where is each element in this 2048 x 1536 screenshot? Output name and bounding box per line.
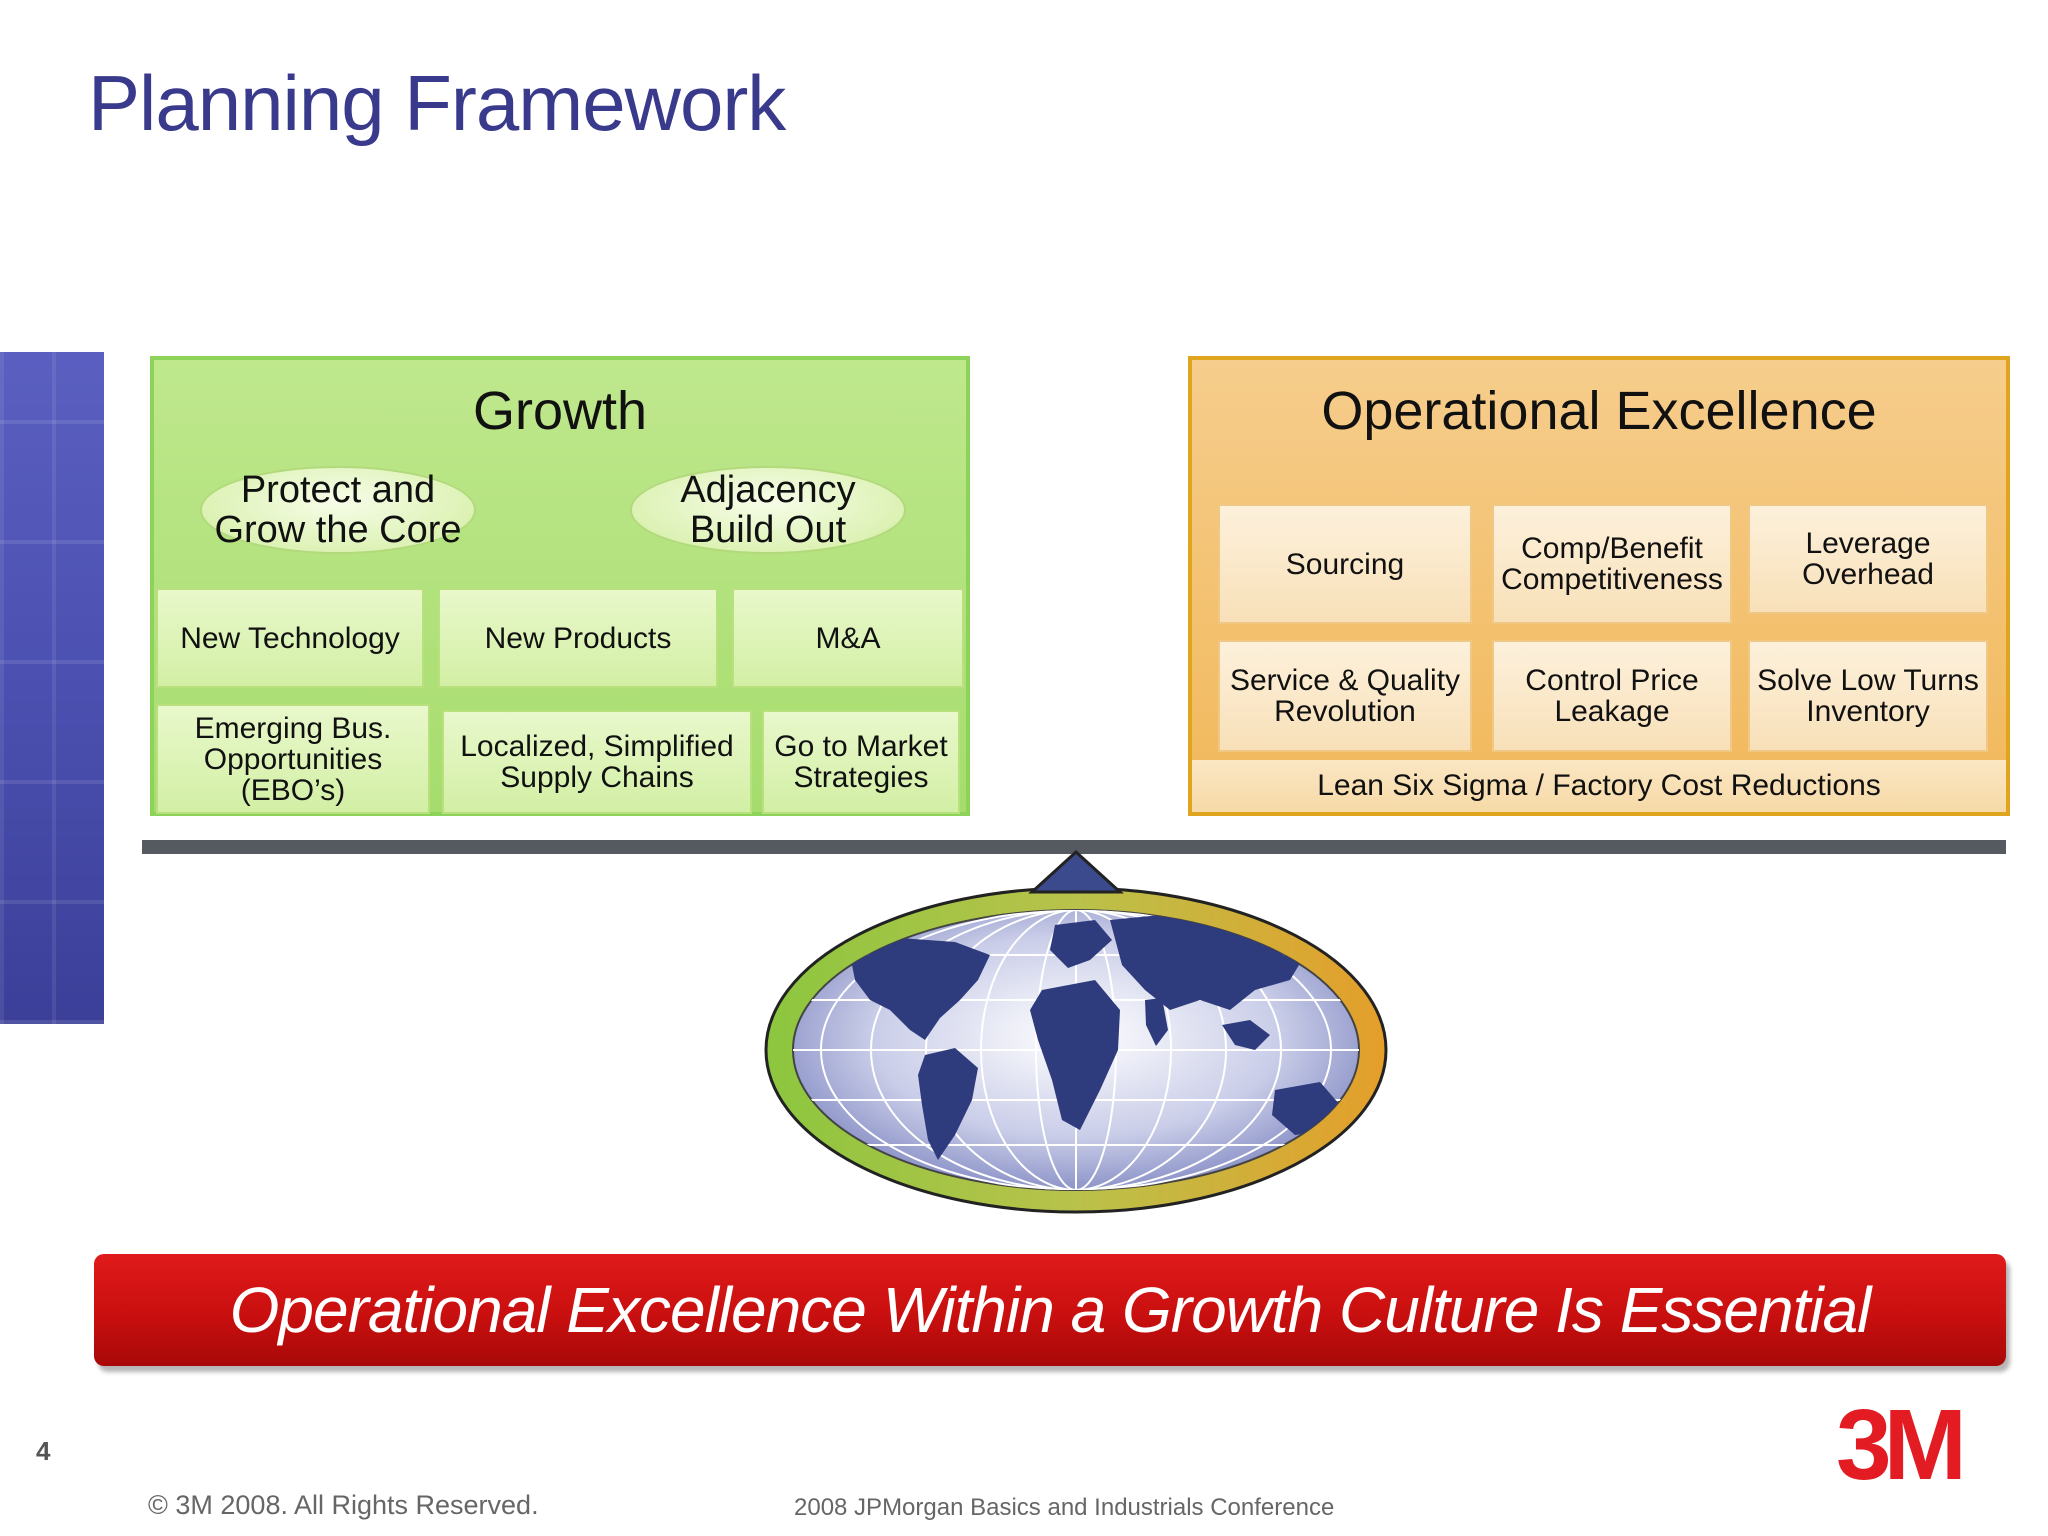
- growth-title: Growth: [472, 381, 648, 441]
- box-ma-label: M&A: [815, 621, 881, 655]
- box-leverage-overhead: Leverage Overhead: [1748, 504, 1988, 614]
- fulcrum-triangle: [1028, 850, 1124, 894]
- box-sourcing: Sourcing: [1218, 504, 1472, 624]
- page-title: Planning Framework: [88, 59, 786, 147]
- tagline-text: Operational Excellence Within a Growth C…: [229, 1274, 1872, 1346]
- oval-protect-core-label: Protect and Grow the Core: [214, 469, 462, 551]
- lean-six-sigma-bar: Lean Six Sigma / Factory Cost Reductions: [1192, 760, 2006, 812]
- globe-fulcrum-graphic: [764, 850, 1388, 1214]
- conference-text: 2008 JPMorgan Basics and Industrials Con…: [794, 1494, 1335, 1521]
- oval-adjacency: Adjacency Build Out: [630, 466, 906, 554]
- box-new-products-label: New Products: [484, 621, 672, 655]
- 3m-logo: 3M: [1836, 1389, 1967, 1501]
- copyright-text: © 3M 2008. All Rights Reserved.: [148, 1490, 539, 1520]
- opex-title: Operational Excellence: [1321, 381, 1877, 441]
- box-control-price-label: Control Price Leakage: [1525, 664, 1699, 728]
- box-go-to-market-label: Go to Market Strategies: [774, 730, 948, 794]
- box-leverage-overhead-label: Leverage Overhead: [1802, 527, 1934, 591]
- box-supply-chains: Localized, Simplified Supply Chains: [442, 710, 752, 814]
- box-sourcing-label: Sourcing: [1285, 547, 1405, 581]
- box-service-quality: Service & Quality Revolution: [1218, 640, 1472, 752]
- box-new-technology: New Technology: [156, 588, 424, 688]
- box-low-turns: Solve Low Turns Inventory: [1748, 640, 1988, 752]
- box-emerging-business-label: Emerging Bus. Opportunities (EBO’s): [194, 711, 392, 807]
- oval-protect-core: Protect and Grow the Core: [200, 466, 476, 554]
- box-service-quality-label: Service & Quality Revolution: [1229, 664, 1461, 728]
- opex-panel: Operational Excellence Sourcing Comp/Ben…: [1188, 356, 2010, 816]
- box-emerging-business: Emerging Bus. Opportunities (EBO’s): [156, 704, 430, 814]
- decorative-side-strip: [0, 352, 104, 1024]
- box-low-turns-label: Solve Low Turns Inventory: [1757, 664, 1979, 728]
- balance-beam: [142, 840, 2006, 854]
- box-supply-chains-label: Localized, Simplified Supply Chains: [460, 730, 734, 794]
- box-new-technology-label: New Technology: [180, 621, 400, 655]
- box-new-products: New Products: [438, 588, 718, 688]
- growth-panel: Growth Protect and Grow the Core Adjacen…: [150, 356, 970, 816]
- box-comp-benefit: Comp/Benefit Competitiveness: [1492, 504, 1732, 624]
- lean-six-sigma-label: Lean Six Sigma / Factory Cost Reductions: [1317, 769, 1881, 802]
- tagline-banner: Operational Excellence Within a Growth C…: [94, 1254, 2006, 1366]
- box-control-price: Control Price Leakage: [1492, 640, 1732, 752]
- oval-adjacency-label: Adjacency Build Out: [680, 469, 856, 551]
- box-go-to-market: Go to Market Strategies: [762, 710, 960, 814]
- box-ma: M&A: [732, 588, 964, 688]
- box-comp-benefit-label: Comp/Benefit Competitiveness: [1501, 532, 1723, 596]
- page-number: 4: [36, 1436, 51, 1466]
